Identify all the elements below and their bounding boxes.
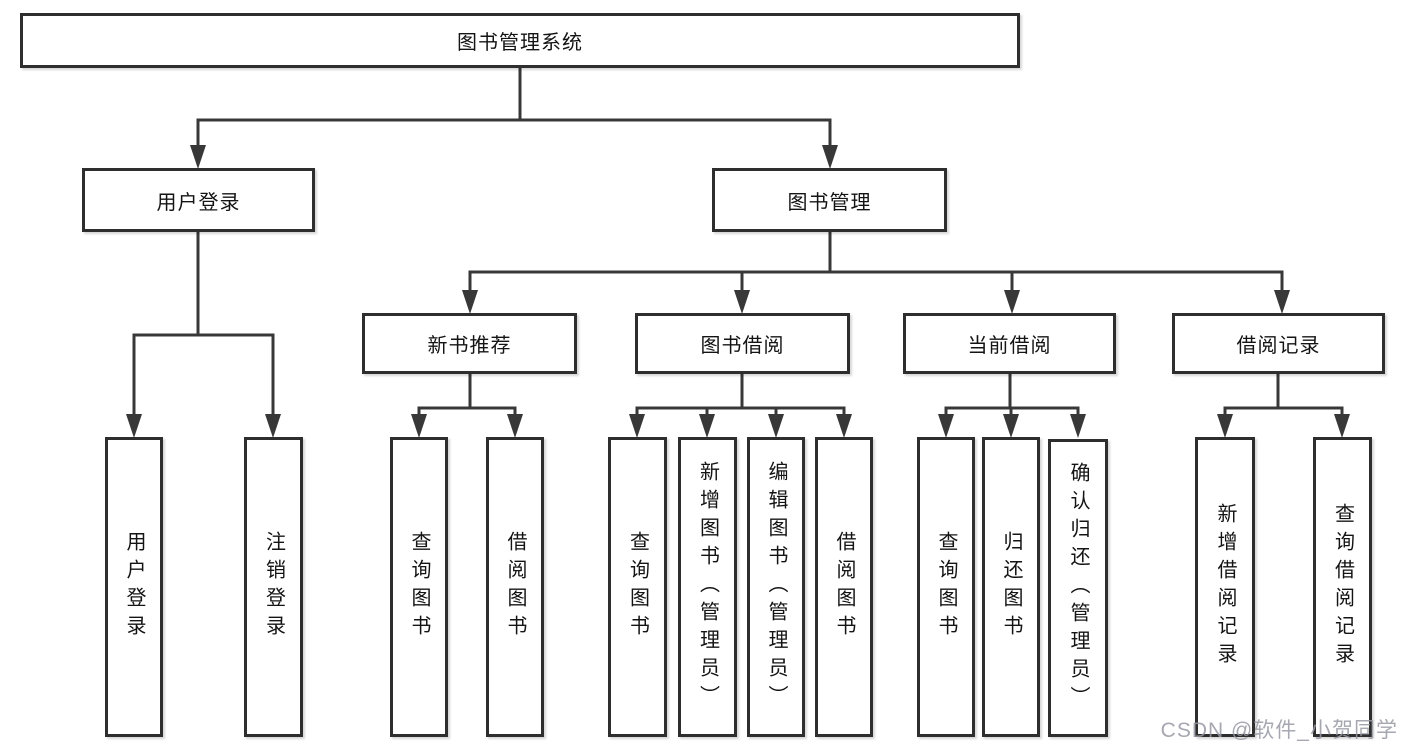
connector-records-group — [1223, 372, 1344, 420]
leaf-label: 借阅图书 — [504, 531, 526, 643]
node-library-management-system: 图书管理系统 — [20, 13, 1020, 68]
leaf-label: 借阅图书 — [833, 531, 855, 643]
leaf-label: 查询图书 — [626, 531, 649, 643]
arrow-down-icon — [629, 414, 645, 438]
connector-borrowing-group — [635, 372, 846, 420]
leaf-label: 确认归还（管理员） — [1067, 462, 1089, 714]
node-user-login: 用户登录 — [82, 168, 315, 232]
leaf-label: 编辑图书（管理员） — [765, 461, 787, 713]
connector-root-to-level2 — [196, 66, 832, 150]
arrow-down-icon — [1217, 414, 1233, 438]
leaf-edit-books-admin: 编辑图书（管理员） — [747, 437, 805, 737]
leaf-query-borrow-record: 查询借阅记录 — [1313, 437, 1372, 737]
leaf-logout-label: 注销登录 — [262, 531, 285, 643]
arrow-down-icon — [1274, 290, 1290, 314]
leaf-return-books: 归还图书 — [982, 437, 1040, 737]
leaf-label: 归还图书 — [1000, 531, 1022, 643]
arrow-down-icon — [1070, 414, 1086, 438]
csdn-watermark: CSDN @软件_小贺同学 — [1160, 719, 1398, 742]
arrow-down-icon — [836, 414, 852, 438]
leaf-add-borrow-record: 新增借阅记录 — [1195, 437, 1255, 737]
arrow-down-icon — [699, 414, 715, 438]
leaf-borrow-books-recommend: 借阅图书 — [486, 437, 544, 737]
arrow-down-icon — [822, 145, 838, 169]
leaf-borrow-books-borrowing: 借阅图书 — [815, 437, 873, 737]
arrow-down-icon — [768, 414, 784, 438]
node-new-book-recommend: 新书推荐 — [362, 313, 577, 374]
leaf-user-login-label: 用户登录 — [123, 531, 145, 643]
connector-userlogin-to-leaves — [132, 230, 275, 420]
arrow-down-icon — [507, 414, 523, 438]
arrow-down-icon — [411, 414, 427, 438]
arrow-down-icon — [265, 414, 281, 438]
arrow-down-icon — [1334, 414, 1350, 438]
leaf-query-books-borrowing: 查询图书 — [608, 437, 667, 737]
leaf-query-books-recommend: 查询图书 — [390, 437, 448, 737]
arrow-down-icon — [938, 414, 954, 438]
leaf-label: 新增图书（管理员） — [696, 461, 719, 713]
node-book-management: 图书管理 — [712, 168, 947, 232]
arrow-down-icon — [1004, 290, 1020, 314]
leaf-logout: 注销登录 — [244, 437, 303, 737]
connector-newbook-group — [417, 372, 517, 420]
arrow-down-icon — [126, 414, 142, 438]
arrow-down-icon — [1003, 414, 1019, 438]
arrow-down-icon — [462, 290, 478, 314]
leaf-confirm-return-admin: 确认归还（管理员） — [1048, 439, 1108, 737]
node-borrowing-records: 借阅记录 — [1172, 313, 1385, 374]
leaf-user-login: 用户登录 — [105, 437, 163, 737]
leaf-label: 查询图书 — [935, 531, 957, 643]
leaf-add-books-admin: 新增图书（管理员） — [678, 437, 737, 737]
node-current-borrowing: 当前借阅 — [903, 313, 1116, 374]
leaf-label: 查询图书 — [408, 531, 430, 643]
leaf-label: 新增借阅记录 — [1214, 503, 1236, 671]
arrow-down-icon — [190, 145, 206, 169]
connector-current-group — [944, 372, 1080, 420]
leaf-label: 查询借阅记录 — [1331, 503, 1354, 671]
arrow-down-icon — [734, 290, 750, 314]
connector-bookmgmt-to-level3 — [468, 230, 1284, 296]
node-book-borrowing: 图书借阅 — [635, 313, 850, 374]
leaf-query-books-current: 查询图书 — [917, 437, 975, 737]
